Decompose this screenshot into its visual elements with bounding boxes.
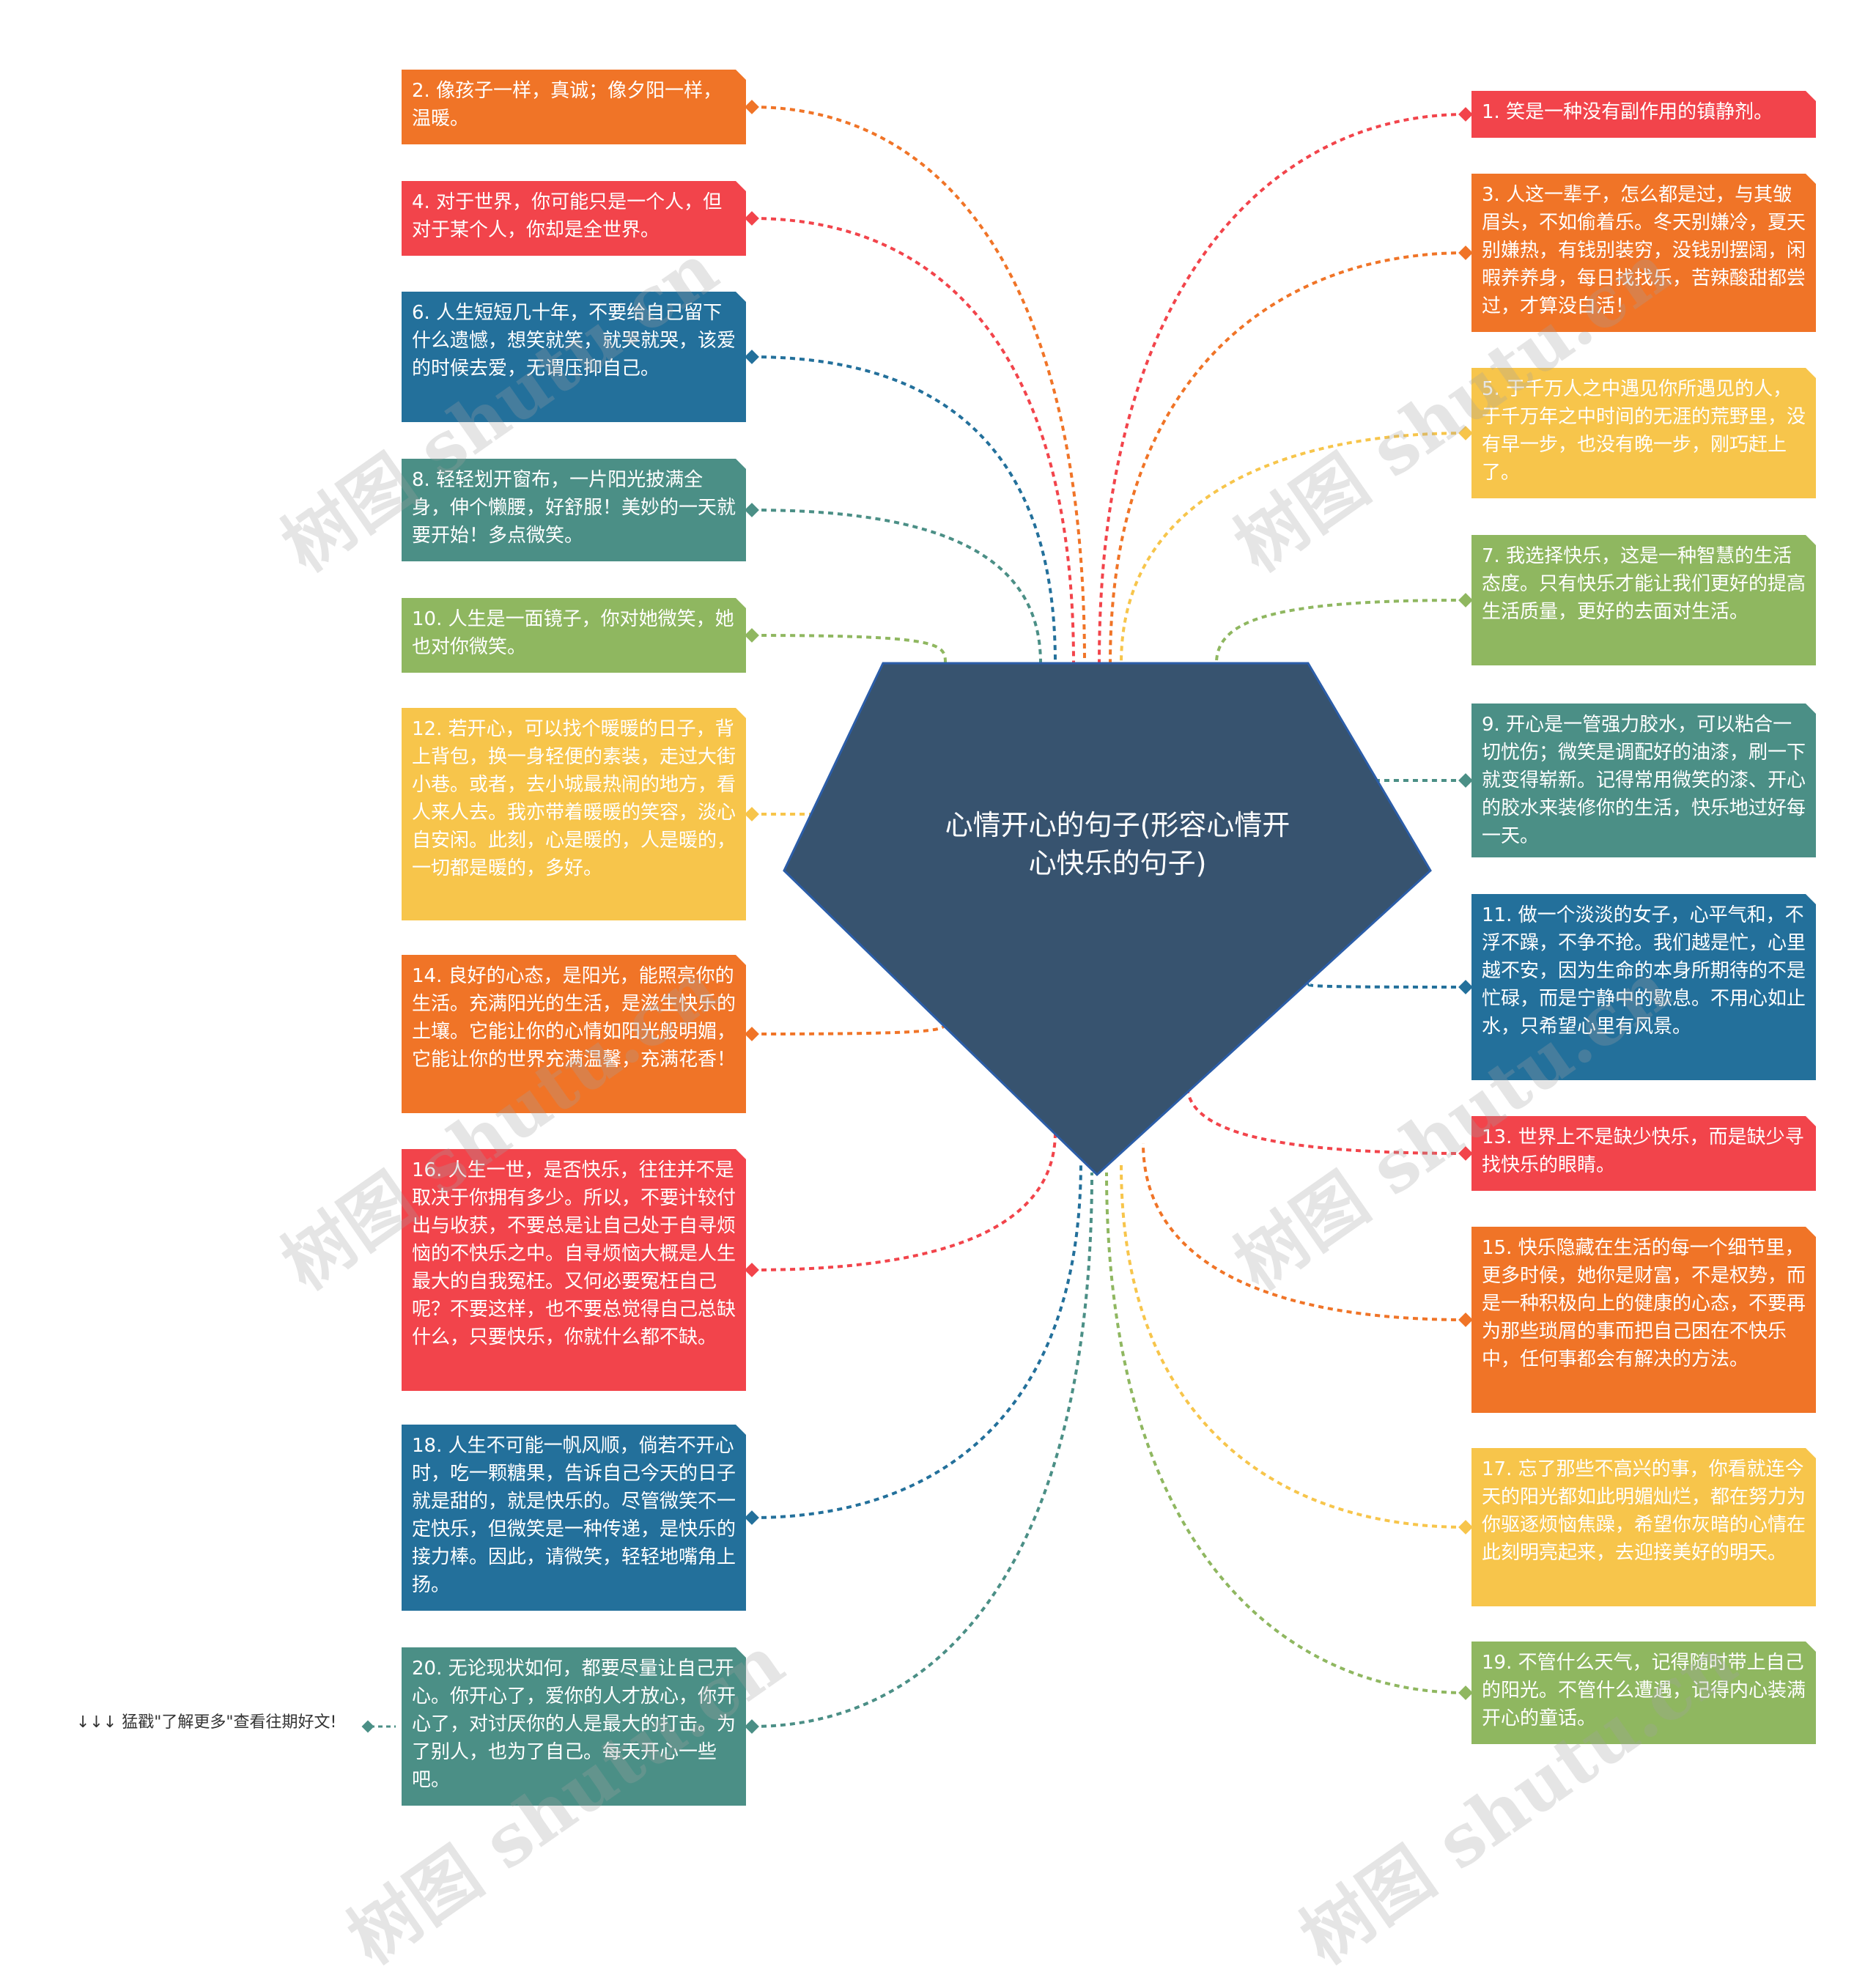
- branch-node-16[interactable]: 16. 人生一世，是否快乐，往往并不是取决于你拥有多少。所以，不要计较付出与收获…: [402, 1149, 746, 1391]
- branch-node-20[interactable]: 20. 无论现状如何，都要尽量让自己开心。你开心了，爱你的人才放心，你开心了，对…: [402, 1647, 746, 1806]
- connector-dot-12: [745, 807, 759, 821]
- branch-node-text: 11. 做一个淡淡的女子，心平气和，不浮不躁，不争不抢。我们越是忙，心里越不安，…: [1482, 904, 1806, 1038]
- branch-node-6[interactable]: 6. 人生短短几十年，不要给自己留下什么遗憾，想笑就笑，就哭就哭，该爱的时候去爱…: [402, 292, 746, 422]
- branch-node-text: 9. 开心是一管强力胶水，可以粘合一切忧伤；微笑是调配好的油漆，刷一下就变得崭新…: [1482, 714, 1806, 847]
- central-topic-diamond[interactable]: [783, 662, 1432, 1177]
- connector-dot-6: [745, 350, 759, 364]
- branch-node-text: 8. 轻轻划开窗布，一片阳光披满全身，伸个懒腰，好舒服！美妙的一天就要开始！多点…: [412, 469, 736, 547]
- connector-dot-9: [1458, 773, 1473, 788]
- connector-dot-14: [745, 1027, 759, 1041]
- branch-node-7[interactable]: 7. 我选择快乐，这是一种智慧的生活态度。只有快乐才能让我们更好的提高生活质量，…: [1471, 535, 1816, 665]
- connector-line-3: [1109, 251, 1466, 664]
- branch-node-text: 20. 无论现状如何，都要尽量让自己开心。你开心了，爱你的人才放心，你开心了，对…: [412, 1658, 736, 1791]
- branch-node-text: 13. 世界上不是缺少快乐，而是缺少寻找快乐的眼睛。: [1482, 1126, 1804, 1176]
- connector-dot-18: [745, 1510, 759, 1525]
- footer-connector-dot: [361, 1720, 374, 1733]
- connector-dot-20: [745, 1719, 759, 1734]
- connector-lines: [370, 106, 1466, 1728]
- connector-line-10: [751, 634, 947, 664]
- connector-dot-16: [745, 1263, 759, 1277]
- branch-node-18[interactable]: 18. 人生不可能一帆风顺，倘若不开心时，吃一颗糖果，告诉自己今天的日子就是甜的…: [402, 1425, 746, 1611]
- branch-node-text: 5. 于千万人之中遇见你所遇见的人，于千万年之中时间的无涯的荒野里，没有早一步，…: [1482, 378, 1806, 484]
- connector-dot-4: [745, 211, 759, 226]
- branch-node-4[interactable]: 4. 对于世界，你可能只是一个人，但对于某个人，你却是全世界。: [402, 181, 746, 256]
- connector-line-18: [751, 1161, 1082, 1519]
- connector-line-13: [1186, 1084, 1466, 1155]
- branch-node-text: 10. 人生是一面镜子，你对她微笑，她也对你微笑。: [412, 608, 734, 658]
- connector-dot-10: [745, 628, 759, 643]
- branch-node-text: 7. 我选择快乐，这是一种智慧的生活态度。只有快乐才能让我们更好的提高生活质量，…: [1482, 545, 1806, 623]
- branch-node-text: 18. 人生不可能一帆风顺，倘若不开心时，吃一颗糖果，告诉自己今天的日子就是甜的…: [412, 1435, 736, 1596]
- branch-node-text: 17. 忘了那些不高兴的事，你看就连今天的阳光都如此明媚灿烂，都在努力为你驱逐烦…: [1482, 1458, 1806, 1564]
- branch-node-12[interactable]: 12. 若开心，可以找个暖暖的日子，背上背包，换一身轻便的素装，走过大街小巷。或…: [402, 708, 746, 920]
- branch-node-text: 19. 不管什么天气，记得随时带上自己的阳光。不管什么遭遇，记得内心装满开心的童…: [1482, 1652, 1806, 1729]
- branch-node-19[interactable]: 19. 不管什么天气，记得随时带上自己的阳光。不管什么遭遇，记得内心装满开心的童…: [1471, 1642, 1816, 1744]
- connector-line-20: [751, 1172, 1093, 1728]
- branch-node-1[interactable]: 1. 笑是一种没有副作用的镇静剂。: [1471, 91, 1816, 138]
- connector-dot-2: [745, 100, 759, 114]
- connector-dot-1: [1458, 107, 1473, 122]
- branch-node-text: 2. 像孩子一样，真诚；像夕阳一样，温暖。: [412, 80, 723, 130]
- connector-dot-13: [1458, 1146, 1473, 1161]
- connector-dot-15: [1458, 1312, 1473, 1327]
- branch-node-text: 4. 对于世界，你可能只是一个人，但对于某个人，你却是全世界。: [412, 191, 723, 241]
- branch-node-5[interactable]: 5. 于千万人之中遇见你所遇见的人，于千万年之中时间的无涯的荒野里，没有早一步，…: [1471, 368, 1816, 498]
- connector-dot-11: [1458, 980, 1473, 994]
- connector-line-7: [1215, 599, 1466, 664]
- branch-node-14[interactable]: 14. 良好的心态，是阳光，能照亮你的生活。充满阳光的生活，是滋生快乐的土壤。它…: [402, 955, 746, 1113]
- branch-node-11[interactable]: 11. 做一个淡淡的女子，心平气和，不浮不躁，不争不抢。我们越是忙，心里越不安，…: [1471, 894, 1816, 1080]
- connector-line-2: [751, 106, 1086, 664]
- branch-node-3[interactable]: 3. 人这一辈子，怎么都是过，与其皱眉头，不如偷着乐。冬天别嫌冷，夏天别嫌热，有…: [1471, 174, 1816, 332]
- connector-line-6: [751, 355, 1057, 664]
- connector-dot-3: [1458, 245, 1473, 260]
- connector-line-19: [1105, 1172, 1466, 1694]
- connector-line-5: [1120, 432, 1466, 664]
- mind-map-canvas: [361, 100, 1473, 1734]
- branch-node-text: 12. 若开心，可以找个暖暖的日子，背上背包，换一身轻便的素装，走过大街小巷。或…: [412, 718, 736, 879]
- connector-dots: [361, 100, 1473, 1734]
- branch-node-15[interactable]: 15. 快乐隐藏在生活的每一个细节里，更多时候，她你是财富，不是权势，而是一种积…: [1471, 1227, 1816, 1413]
- connector-line-17: [1120, 1164, 1466, 1529]
- connector-dot-5: [1458, 426, 1473, 440]
- branch-node-8[interactable]: 8. 轻轻划开窗布，一片阳光披满全身，伸个懒腰，好舒服！美妙的一天就要开始！多点…: [402, 459, 746, 561]
- connector-line-11: [1307, 981, 1466, 989]
- branch-node-text: 14. 良好的心态，是阳光，能照亮你的生活。充满阳光的生活，是滋生快乐的土壤。它…: [412, 965, 736, 1071]
- connector-line-16: [751, 1131, 1057, 1271]
- connector-line-1: [1098, 113, 1466, 664]
- branch-node-13[interactable]: 13. 世界上不是缺少快乐，而是缺少寻找快乐的眼睛。: [1471, 1116, 1816, 1191]
- branch-node-text: 15. 快乐隐藏在生活的每一个细节里，更多时候，她你是财富，不是权势，而是一种积…: [1482, 1237, 1806, 1370]
- connector-dot-19: [1458, 1685, 1473, 1700]
- branch-node-9[interactable]: 9. 开心是一管强力胶水，可以粘合一切忧伤；微笑是调配好的油漆，刷一下就变得崭新…: [1471, 704, 1816, 857]
- connector-line-15: [1142, 1142, 1466, 1321]
- connector-dot-8: [745, 503, 759, 517]
- central-topic-label[interactable]: 心情开心的句子(形容心情开心快乐的句子): [945, 809, 1290, 879]
- connector-dot-17: [1458, 1520, 1473, 1535]
- branch-node-text: 6. 人生短短几十年，不要给自己留下什么遗憾，想笑就笑，就哭就哭，该爱的时候去爱…: [412, 302, 736, 380]
- branch-node-17[interactable]: 17. 忘了那些不高兴的事，你看就连今天的阳光都如此明媚灿烂，都在努力为你驱逐烦…: [1471, 1448, 1816, 1606]
- branch-node-10[interactable]: 10. 人生是一面镜子，你对她微笑，她也对你微笑。: [402, 598, 746, 673]
- footer-more-link[interactable]: ↓↓↓ 猛戳"了解更多"查看往期好文!: [76, 1713, 337, 1732]
- connector-dot-7: [1458, 593, 1473, 608]
- connector-line-14: [751, 1022, 947, 1035]
- branch-node-text: 16. 人生一世，是否快乐，往往并不是取决于你拥有多少。所以，不要计较付出与收获…: [412, 1159, 736, 1348]
- connector-line-4: [751, 217, 1075, 664]
- connector-line-8: [751, 509, 1042, 664]
- branch-node-text: 1. 笑是一种没有副作用的镇静剂。: [1482, 101, 1773, 123]
- branch-node-2[interactable]: 2. 像孩子一样，真诚；像夕阳一样，温暖。: [402, 70, 746, 144]
- branch-node-text: 3. 人这一辈子，怎么都是过，与其皱眉头，不如偷着乐。冬天别嫌冷，夏天别嫌热，有…: [1482, 184, 1806, 317]
